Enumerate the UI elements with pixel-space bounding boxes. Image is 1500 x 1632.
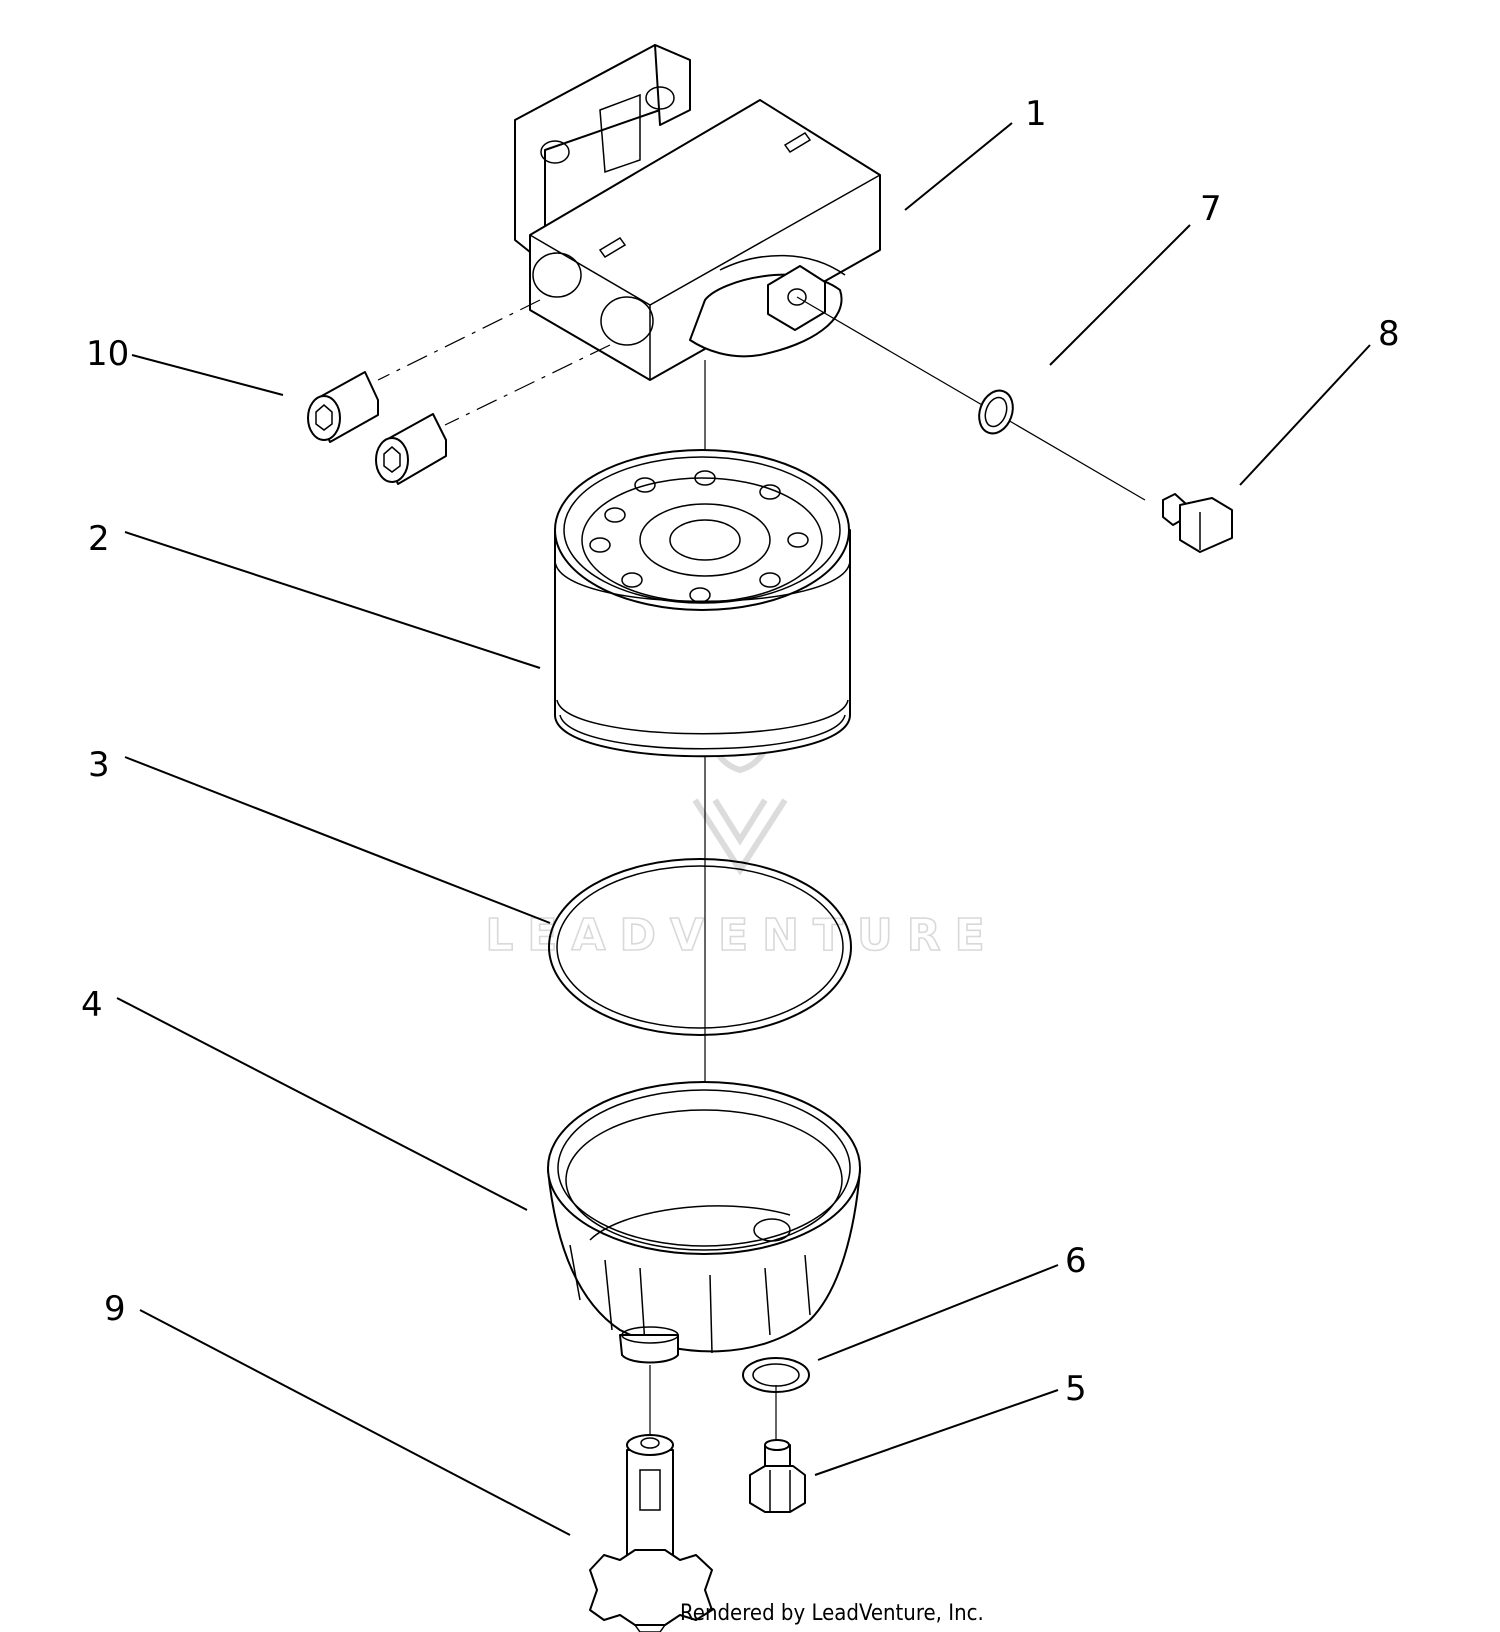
callout-5: 5 xyxy=(1065,1369,1087,1409)
watermark: LEADVENTURE xyxy=(485,676,998,962)
callout-10: 10 xyxy=(86,334,129,374)
leader-4 xyxy=(116,997,528,1211)
callout-3: 3 xyxy=(88,745,110,785)
watermark-text: LEADVENTURE xyxy=(485,910,998,961)
callout-8: 8 xyxy=(1378,314,1400,354)
part-4-bowl xyxy=(547,1081,861,1364)
leader-5 xyxy=(814,1389,1059,1476)
part-5-drain-plug xyxy=(749,1439,806,1513)
part-3-gasket xyxy=(548,858,852,1036)
leader-9 xyxy=(139,1309,571,1536)
part-2-filter-element xyxy=(554,449,851,758)
callout-6: 6 xyxy=(1065,1241,1087,1281)
callout-2: 2 xyxy=(88,519,110,559)
leader-10 xyxy=(131,354,284,396)
leader-7 xyxy=(1049,224,1191,366)
part-7-o-ring xyxy=(978,389,1014,435)
callout-1: 1 xyxy=(1025,94,1047,134)
leader-8 xyxy=(1239,344,1371,486)
part-10-plug-a xyxy=(307,371,379,443)
leader-1 xyxy=(904,122,1013,211)
part-1-filter-head xyxy=(514,44,881,381)
part-10-plug-b xyxy=(375,413,447,485)
part-6-o-ring xyxy=(742,1357,810,1393)
leader-2 xyxy=(124,531,541,669)
callout-9: 9 xyxy=(104,1289,126,1329)
render-credit: Rendered by LeadVenture, Inc. xyxy=(680,1601,984,1626)
leader-3 xyxy=(124,756,551,924)
leader-lines xyxy=(116,122,1371,1536)
part-8-plug xyxy=(1162,493,1233,553)
callout-4: 4 xyxy=(81,985,103,1025)
callout-labels: 1 2 3 4 5 6 7 8 9 10 xyxy=(81,94,1400,1409)
leader-6 xyxy=(817,1264,1059,1361)
callout-7: 7 xyxy=(1200,189,1222,229)
part-9-drain-valve xyxy=(589,1434,713,1632)
